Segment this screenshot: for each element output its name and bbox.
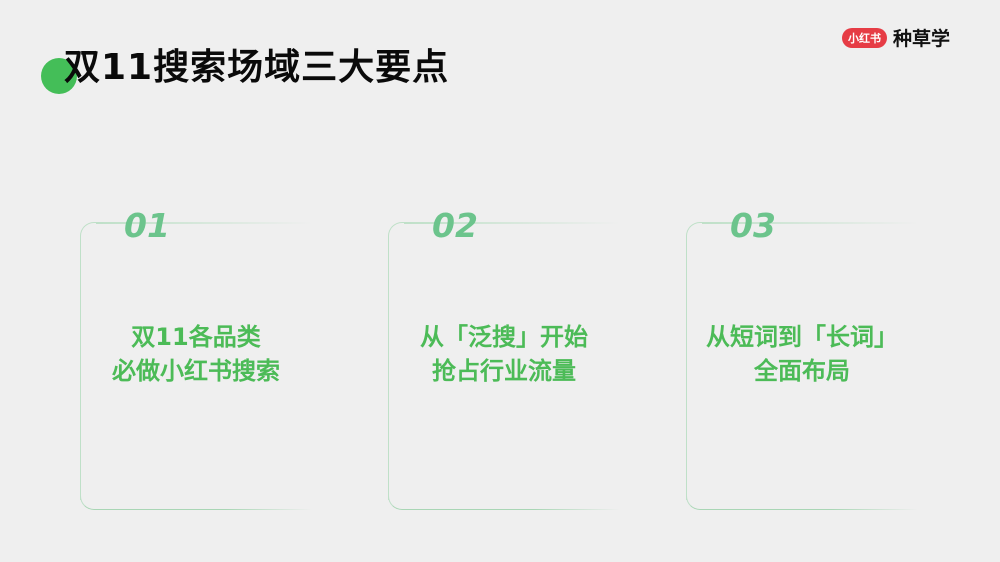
card-number: 02 [432, 206, 478, 245]
title-accent-dot [41, 58, 77, 94]
card-line: 抢占行业流量 [432, 357, 576, 385]
point-card-2: 02 从「泛搜」开始 抢占行业流量 [388, 206, 620, 510]
card-text: 双11各品类 必做小红书搜索 [50, 320, 342, 388]
card-number: 03 [730, 206, 776, 245]
card-line: 全面布局 [754, 357, 850, 385]
brand-name: 种草学 [893, 28, 951, 50]
card-text: 从短词到「长词」 全面布局 [656, 320, 948, 388]
point-card-1: 01 双11各品类 必做小红书搜索 [80, 206, 312, 510]
card-line: 双11各品类 [131, 323, 261, 351]
card-line: 从短词到「长词」 [706, 323, 898, 351]
card-text: 从「泛搜」开始 抢占行业流量 [358, 320, 650, 388]
page-title: 双11搜索场域三大要点 [64, 47, 450, 88]
brand-logo: 小红书 种草学 [842, 24, 950, 51]
point-card-3: 03 从短词到「长词」 全面布局 [686, 206, 918, 510]
brand-badge: 小红书 [842, 27, 887, 48]
card-number: 01 [124, 206, 170, 245]
card-line: 从「泛搜」开始 [420, 323, 588, 351]
card-line: 必做小红书搜索 [112, 357, 280, 385]
